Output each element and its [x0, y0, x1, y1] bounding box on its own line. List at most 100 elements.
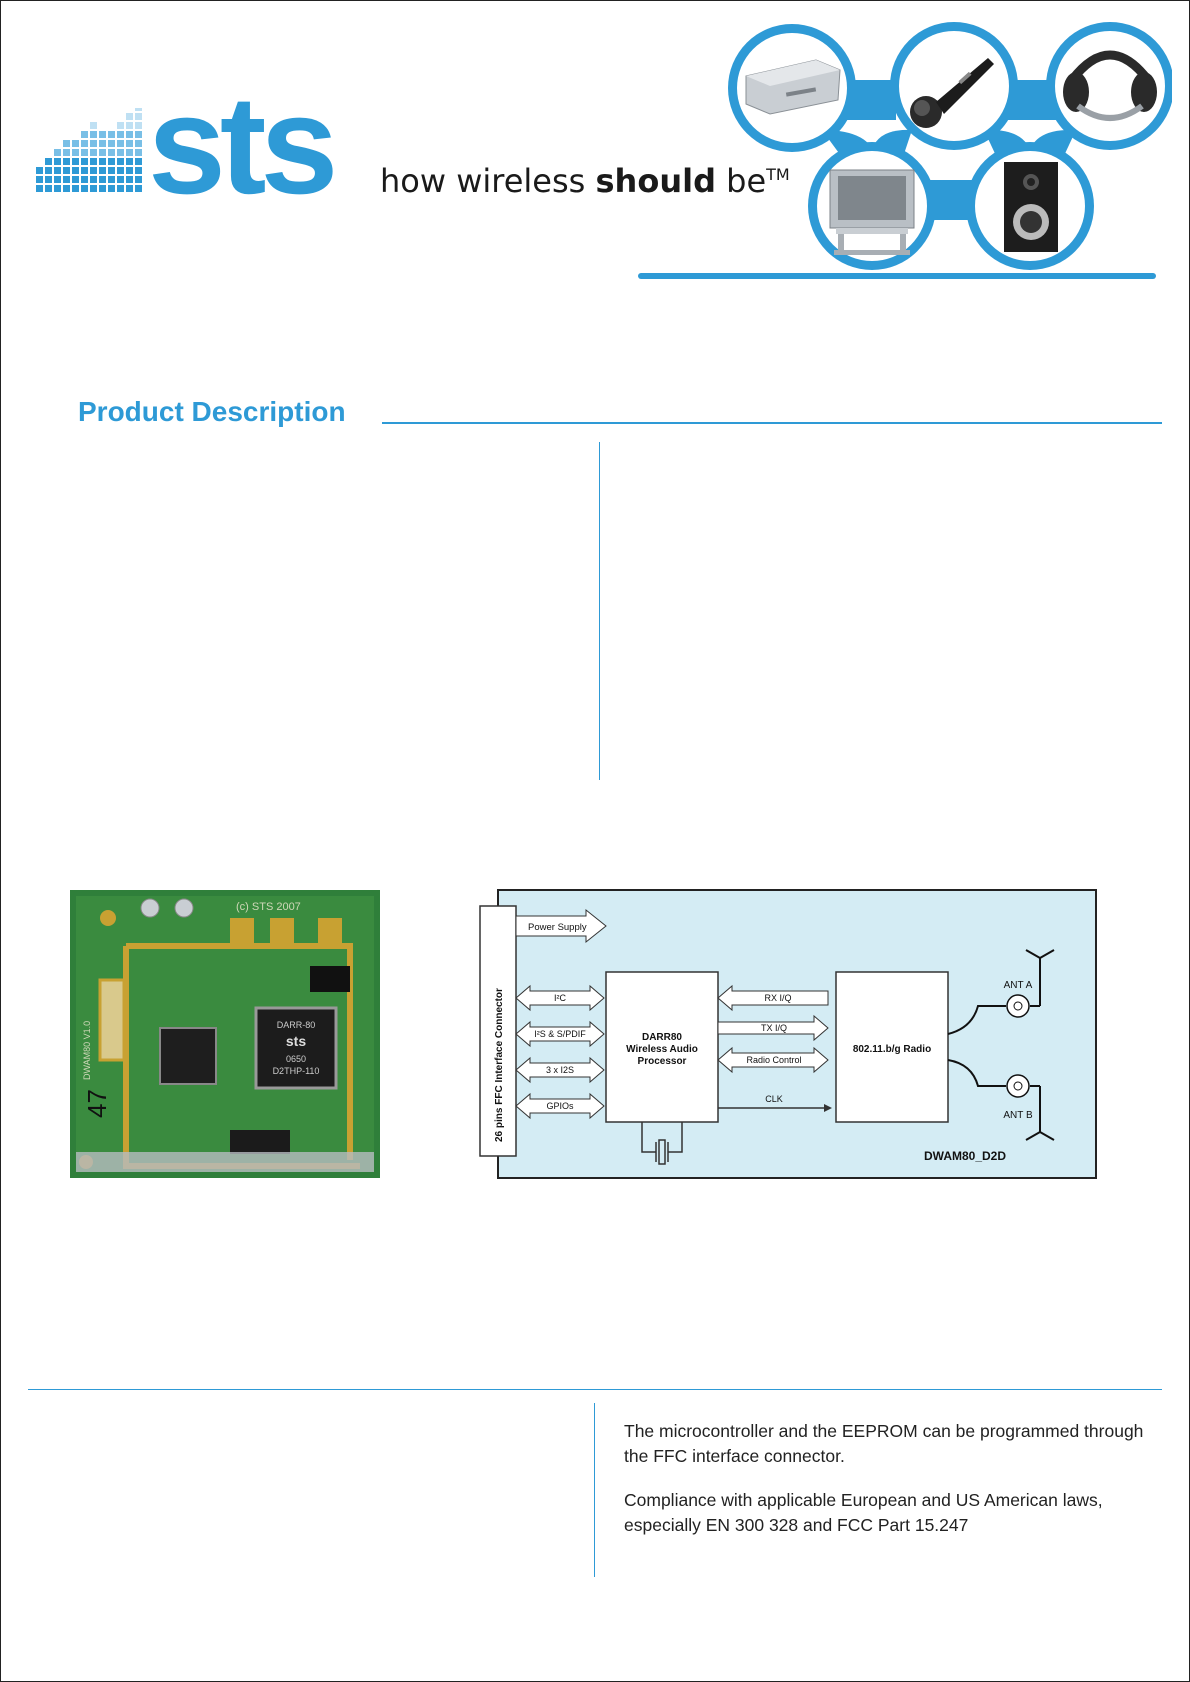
logo-bar-cell: [117, 131, 124, 138]
pcb-marker: 47: [82, 1089, 112, 1118]
logo-bar-cell: [54, 158, 61, 165]
ant-b-label: ANT B: [1003, 1110, 1033, 1121]
logo-bar-cell: [63, 158, 70, 165]
column-divider: [599, 442, 600, 780]
processor-line-3: Processor: [638, 1056, 687, 1067]
processor-line-2: Wireless Audio: [626, 1044, 698, 1055]
logo-bar-cell: [126, 113, 133, 120]
logo-bar-cell: [135, 176, 142, 183]
logo-bar-cell: [135, 185, 142, 192]
logo-bar-cell: [126, 131, 133, 138]
logo-bar-cell: [54, 167, 61, 174]
logo-bar-cell: [45, 185, 52, 192]
logo-bar-cell: [117, 167, 124, 174]
chip-line-3: 0650: [286, 1054, 306, 1064]
dvd-player-icon: [745, 59, 841, 115]
logo-bar-cell: [63, 185, 70, 192]
block-diagram: 26 pins FFC Interface Connector Power Su…: [479, 889, 1097, 1179]
logo-wordmark: sts: [148, 66, 338, 223]
headphones-icon: [1063, 50, 1157, 121]
microphone-icon: [910, 58, 994, 128]
logo-bar-cell: [81, 131, 88, 138]
ant-a-label: ANT A: [1004, 980, 1033, 991]
logo-bar-cell: [108, 131, 115, 138]
logo-bar-cell: [117, 122, 124, 129]
television-icon: [829, 169, 915, 255]
logo-bar-cell: [81, 149, 88, 156]
pcb-photo: DARR-80 sts 0650 D2THP-110 (c) STS 2007 …: [70, 890, 380, 1178]
equalizer-bars-icon: [36, 108, 142, 192]
tagline-strong: should: [595, 162, 716, 200]
logo-bar-cell: [117, 158, 124, 165]
logo-bar-cell: [126, 185, 133, 192]
programming-paragraph: The microcontroller and the EEPROM can b…: [624, 1421, 1144, 1466]
signal-clk: CLK: [765, 1094, 783, 1104]
logo-bar-cell: [126, 176, 133, 183]
logo-bar-cell: [126, 158, 133, 165]
logo-bar-cell: [108, 158, 115, 165]
logo-bar-cell: [108, 149, 115, 156]
logo-bar-cell: [63, 140, 70, 147]
logo-bar-cell: [36, 167, 43, 174]
pcb-silk-top: (c) STS 2007: [236, 901, 301, 913]
chip-line-1: DARR-80: [277, 1020, 316, 1030]
logo-bar-cell: [99, 158, 106, 165]
tagline-pre: how wireless: [380, 162, 596, 200]
logo-bar-cell: [63, 176, 70, 183]
logo-bar-cell: [90, 140, 97, 147]
logo-bar-cell: [90, 158, 97, 165]
signal-3xi2s: 3 x I2S: [546, 1065, 574, 1075]
logo-bar-cell: [108, 140, 115, 147]
title-rule: [382, 422, 1162, 424]
logo-bar-cell: [54, 149, 61, 156]
signal-rx-iq: RX I/Q: [764, 993, 791, 1003]
lower-rule: [28, 1389, 1162, 1390]
logo-bar-cell: [90, 131, 97, 138]
logo-bar-cell: [45, 176, 52, 183]
logo-bar-cell: [135, 122, 142, 129]
logo-bar-cell: [108, 185, 115, 192]
logo-bar-cell: [117, 149, 124, 156]
signal-radio-control: Radio Control: [746, 1055, 801, 1065]
sts-logo: sts how wireless should beTM: [36, 66, 796, 223]
logo-bar-cell: [126, 167, 133, 174]
logo-bar-cell: [108, 176, 115, 183]
chip-line-2: sts: [286, 1033, 306, 1049]
logo-bar-cell: [45, 167, 52, 174]
logo-bar-cell: [45, 158, 52, 165]
speaker-icon: [1004, 162, 1058, 252]
logo-bar-cell: [99, 176, 106, 183]
tagline-post: be: [715, 162, 767, 200]
logo-bar-cell: [135, 108, 142, 111]
logo-bar-cell: [126, 122, 133, 129]
logo-bar-cell: [81, 176, 88, 183]
logo-bar-cell: [72, 140, 79, 147]
logo-bar-cell: [81, 140, 88, 147]
logo-bar-cell: [108, 167, 115, 174]
logo-bar-cell: [90, 185, 97, 192]
signal-i2s-spdif: I²S & S/PDIF: [534, 1029, 586, 1039]
header-rule: [638, 273, 1156, 279]
logo-bar-cell: [36, 185, 43, 192]
logo-bar-cell: [135, 113, 142, 120]
logo-bar-cell: [99, 185, 106, 192]
logo-bar-cell: [81, 185, 88, 192]
logo-bar-cell: [126, 140, 133, 147]
compliance-paragraph: Compliance with applicable European and …: [624, 1490, 1103, 1535]
tagline: how wireless should beTM: [380, 162, 790, 200]
signal-tx-iq: TX I/Q: [761, 1023, 787, 1033]
model-label: DWAM80_D2D: [924, 1149, 1006, 1163]
logo-bar-cell: [135, 158, 142, 165]
logo-bar-cell: [36, 176, 43, 183]
logo-bar-cell: [90, 149, 97, 156]
logo-bar-cell: [135, 140, 142, 147]
logo-bar-cell: [54, 185, 61, 192]
logo-bar-cell: [54, 176, 61, 183]
logo-bar-cell: [63, 167, 70, 174]
section-title: Product Description: [78, 396, 346, 427]
logo-bar-cell: [90, 167, 97, 174]
logo-bar-cell: [72, 167, 79, 174]
logo-bar-cell: [117, 185, 124, 192]
logo-bar-cell: [90, 122, 97, 129]
logo-bar-cell: [117, 140, 124, 147]
